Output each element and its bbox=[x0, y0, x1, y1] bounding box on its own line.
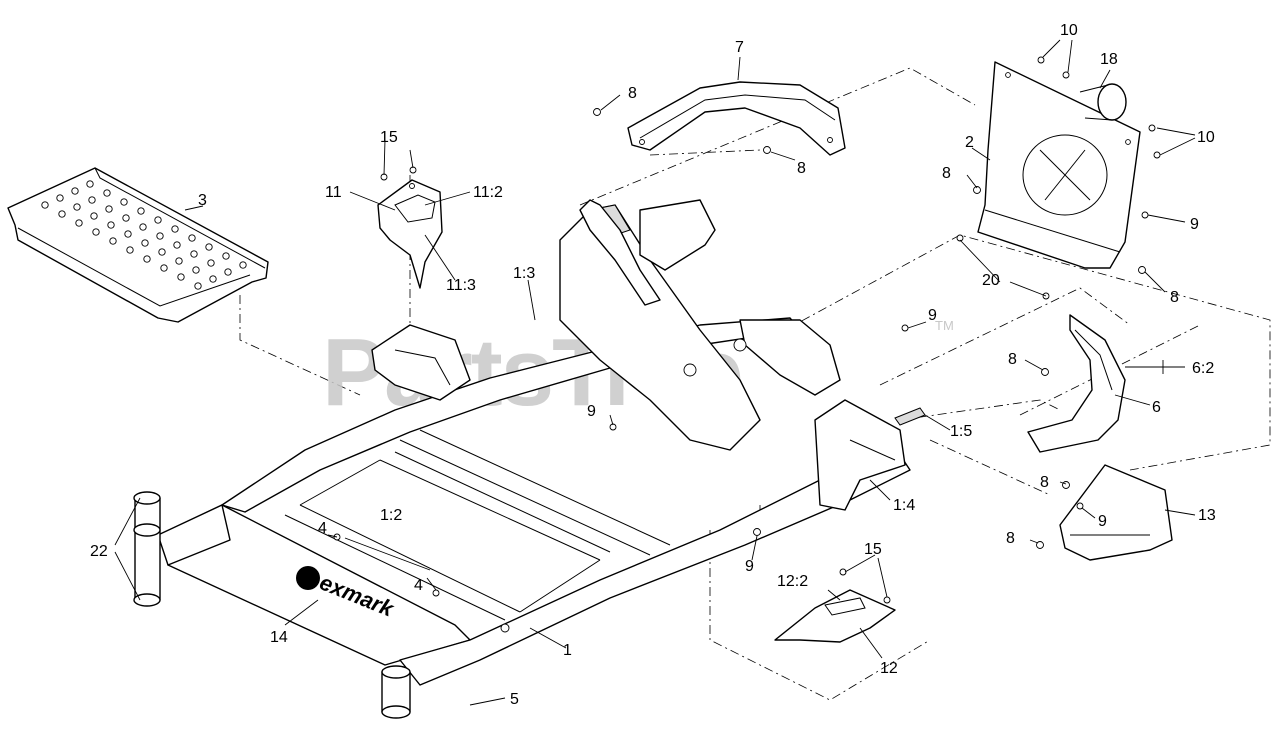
callout-8a: 8 bbox=[628, 85, 637, 102]
callout-2: 2 bbox=[965, 134, 974, 151]
watermark-tm: TM bbox=[935, 318, 954, 333]
callout-9a: 9 bbox=[928, 307, 937, 324]
callout-5: 5 bbox=[510, 691, 519, 708]
callout-13: 13 bbox=[1198, 507, 1216, 524]
callout-8d: 8 bbox=[1170, 289, 1179, 306]
callout-1-2: 1:2 bbox=[380, 507, 402, 524]
callout-11: 11 bbox=[325, 184, 342, 201]
callout-15a: 15 bbox=[380, 129, 398, 146]
callout-6-2: 6:2 bbox=[1192, 360, 1214, 377]
callout-6: 6 bbox=[1152, 399, 1161, 416]
hardware-fasteners bbox=[333, 56, 1161, 604]
callout-20: 20 bbox=[982, 272, 1000, 289]
cylinder-part-18 bbox=[1079, 83, 1127, 121]
callout-11-3: 11:3 bbox=[446, 277, 476, 294]
bracket-part-7 bbox=[627, 81, 846, 156]
tube-part-22 bbox=[133, 491, 161, 607]
floor-plate-part-12 bbox=[774, 589, 896, 643]
callout-3: 3 bbox=[198, 192, 207, 209]
callout-9d: 9 bbox=[1098, 513, 1107, 530]
callout-8c: 8 bbox=[942, 165, 951, 182]
callout-9b: 9 bbox=[1190, 216, 1199, 233]
callout-18: 18 bbox=[1100, 51, 1118, 68]
console-cover-part-11 bbox=[377, 179, 443, 289]
callout-1-4: 1:4 bbox=[893, 497, 915, 514]
callout-8b: 8 bbox=[797, 160, 806, 177]
floor-pan-part-3 bbox=[7, 167, 269, 323]
callout-11-2: 11:2 bbox=[473, 184, 503, 201]
front-post-part-5 bbox=[381, 665, 411, 719]
side-shield-part-6 bbox=[1027, 314, 1126, 453]
callout-7: 7 bbox=[735, 39, 744, 56]
callout-4b: 4 bbox=[414, 577, 423, 594]
leader-lines bbox=[114, 39, 1196, 706]
callout-15b: 15 bbox=[864, 541, 882, 558]
callout-1: 1 bbox=[563, 642, 572, 659]
floor-pan-holes bbox=[41, 180, 247, 290]
callout-1-3: 1:3 bbox=[513, 265, 535, 282]
callout-4a: 4 bbox=[318, 520, 327, 537]
callout-labels: 1 1:2 1:3 1:4 1:5 2 3 4 4 5 6 6:2 7 8 8 … bbox=[90, 22, 1216, 708]
main-frame-part-1 bbox=[157, 199, 926, 686]
wedge-guard-part-13 bbox=[1059, 464, 1173, 561]
callout-8e: 8 bbox=[1008, 351, 1017, 368]
callout-8f: 8 bbox=[1040, 474, 1049, 491]
callout-22: 22 bbox=[90, 543, 108, 560]
callout-1-5: 1:5 bbox=[950, 423, 972, 440]
callout-14: 14 bbox=[270, 629, 288, 646]
callout-10b: 10 bbox=[1197, 129, 1215, 146]
rear-plate-part-2 bbox=[977, 61, 1141, 269]
callout-9e: 9 bbox=[745, 558, 754, 575]
callout-10a: 10 bbox=[1060, 22, 1078, 39]
callout-12-2: 12:2 bbox=[777, 573, 808, 590]
callout-8g: 8 bbox=[1006, 530, 1015, 547]
callout-12: 12 bbox=[880, 660, 898, 677]
callout-9c: 9 bbox=[587, 403, 596, 420]
